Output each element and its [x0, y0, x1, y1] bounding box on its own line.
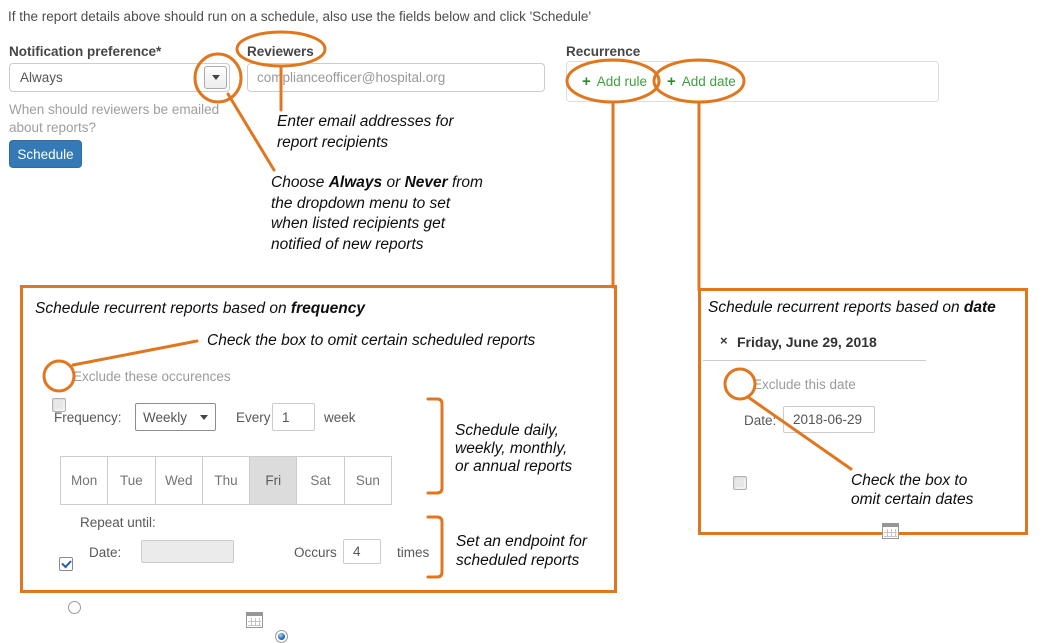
weekday-selector: Mon Tue Wed Thu Fri Sat Sun [60, 456, 392, 505]
remove-date-icon[interactable]: × [720, 333, 728, 348]
day-button[interactable]: Fri [249, 457, 297, 504]
end-date-input[interactable] [141, 540, 234, 563]
calendar-icon[interactable] [246, 612, 263, 628]
recurrence-label: Recurrence [566, 44, 641, 59]
annotation-line: Enter email addresses for [277, 113, 454, 130]
annotation-line: notified of new reports [271, 235, 424, 253]
occurs-radio[interactable] [275, 630, 288, 643]
day-button[interactable]: Tue [107, 457, 154, 504]
notification-dropdown-button[interactable] [204, 66, 227, 89]
day-button[interactable]: Thu [201, 457, 249, 504]
notification-helper-line2: about reports? [9, 120, 97, 135]
annotation-line: when listed recipients get [271, 215, 446, 232]
reviewers-label: Reviewers [247, 44, 314, 59]
annotation-line: or annual reports [455, 458, 573, 475]
annotation-omit-scheduled: Check the box to omit certain scheduled … [207, 332, 536, 349]
frequency-select[interactable]: Weekly [135, 403, 216, 431]
schedule-button[interactable]: Schedule [9, 140, 82, 168]
calendar-icon[interactable] [882, 523, 899, 539]
every-input[interactable] [272, 403, 315, 431]
caret-down-icon [200, 414, 208, 420]
plus-icon: + [667, 73, 676, 90]
occurs-label: Occurs [294, 545, 337, 560]
end-date-radio[interactable] [68, 601, 81, 614]
exclude-occurrences-label: Exclude these occurences [73, 369, 231, 384]
annotation-enter-email: Enter email addresses for report recipie… [277, 112, 454, 153]
recurrence-panel: + Add rule + Add date [566, 61, 939, 102]
annotation-omit-dates: Check the box to omit certain dates [851, 472, 973, 509]
caret-down-icon [211, 75, 220, 80]
date-input[interactable] [783, 406, 875, 433]
add-rule-label: Add rule [596, 74, 648, 89]
annotation-schedule-frequency: Schedule daily, weekly, monthly, or annu… [455, 422, 572, 476]
frequency-box-title: Schedule recurrent reports based on freq… [35, 300, 365, 317]
annotation-line: Choose Always or Never from [271, 174, 483, 191]
plus-icon: + [582, 73, 591, 90]
exclude-occurrences-checkbox[interactable] [52, 398, 66, 412]
date-field-label: Date: [744, 413, 777, 428]
add-date-label: Add date [681, 74, 736, 89]
notification-preference-label: Notification preference* [9, 44, 162, 59]
times-label: times [397, 545, 430, 560]
add-date-link[interactable]: + Add date [667, 74, 736, 89]
reviewers-input[interactable] [247, 63, 545, 92]
repeat-until-checkbox[interactable] [59, 557, 73, 571]
annotation-line: Set an endpoint for [456, 533, 587, 550]
add-rule-link[interactable]: + Add rule [582, 74, 647, 89]
day-button[interactable]: Wed [154, 457, 202, 504]
week-label: week [324, 410, 356, 425]
date-separator [703, 360, 926, 361]
annotation-line: omit certain dates [851, 490, 974, 508]
page-instruction: If the report details above should run o… [8, 9, 592, 24]
annotation-choose-always: Choose Always or Never from the dropdown… [271, 173, 483, 255]
annotation-line: scheduled reports [456, 552, 580, 569]
occurs-input[interactable] [343, 539, 381, 564]
notification-preference-value: Always [20, 70, 63, 85]
annotation-set-endpoint: Set an endpoint for scheduled reports [456, 532, 587, 570]
exclude-date-checkbox[interactable] [733, 476, 747, 490]
frequency-schedule-box [20, 285, 617, 593]
day-button[interactable]: Sat [296, 457, 343, 504]
day-button[interactable]: Mon [71, 473, 98, 488]
every-label: Every [236, 410, 271, 425]
repeat-until-label: Repeat until: [80, 515, 156, 530]
annotation-line: Check the box to [851, 472, 968, 489]
dropdown-connector-line [226, 92, 276, 172]
date-box-title: Schedule recurrent reports based on date [708, 299, 996, 316]
annotation-line: weekly, monthly, [455, 440, 568, 457]
end-date-label: Date: [89, 545, 122, 560]
annotation-line: report recipients [277, 133, 389, 151]
annotation-line: the dropdown menu to set [271, 194, 451, 212]
annotation-line: Schedule daily, [455, 422, 559, 439]
date-heading: Friday, June 29, 2018 [737, 334, 877, 350]
frequency-value: Weekly [143, 409, 188, 425]
day-button[interactable]: Sun [343, 457, 391, 504]
notification-helper-line1: When should reviewers be emailed [9, 102, 220, 117]
notification-preference-select[interactable]: Always [9, 63, 230, 92]
annotated-schedule-screenshot: { "colors": { "accent_orange": "#e0771e"… [0, 0, 1052, 595]
frequency-label: Frequency: [54, 410, 122, 425]
exclude-date-label: Exclude this date [753, 377, 856, 392]
